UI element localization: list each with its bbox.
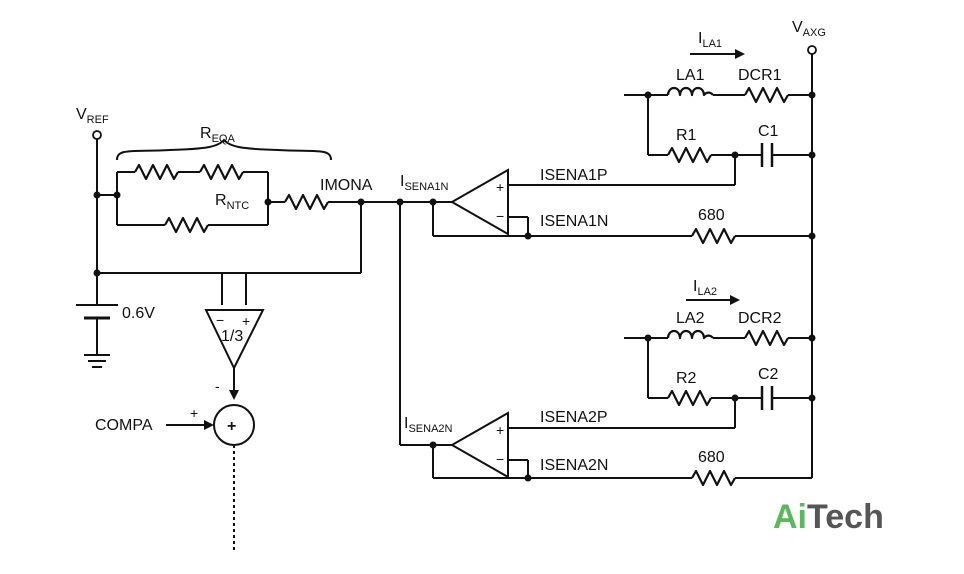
v06-label: 0.6V [122, 305, 155, 322]
phase1-power-path [624, 86, 812, 104]
reqa-brace [116, 138, 332, 161]
ila1-arrow [690, 49, 745, 59]
isena1p-label: ISENA1P [540, 167, 608, 184]
amp-plus-sign: + [242, 313, 250, 329]
compa-label: COMPA [95, 417, 153, 434]
isena2n-current-label: ISENA2N [404, 415, 453, 435]
rntc-resistor [268, 193, 433, 211]
gain-label: 1/3 [221, 328, 243, 345]
sum-minus-sign: - [215, 378, 220, 394]
dcr1-label: DCR1 [738, 67, 782, 84]
isena1n-current-label: ISENA1N [400, 173, 449, 193]
c1-label: C1 [758, 123, 779, 140]
op2-plus-sign: + [496, 422, 504, 438]
r680-bottom-label: 680 [698, 449, 725, 466]
reqa-top-resistors [116, 163, 269, 225]
r1-label: R1 [676, 127, 697, 144]
aitech-watermark: AiTech [773, 498, 884, 536]
sense-amp-2 [429, 411, 735, 479]
op2-minus-sign: − [496, 451, 504, 467]
phase1-rc-filter [647, 95, 812, 185]
amp-minus-sign: − [216, 312, 224, 328]
ila2-arrow [686, 295, 740, 305]
la1-label: LA1 [676, 67, 705, 84]
ila2-label: ILA2 [693, 278, 717, 298]
vref-terminal [92, 130, 102, 140]
la2-label: LA2 [676, 310, 705, 327]
vaxg-label: VAXG [792, 19, 826, 39]
sense-amp-1 [429, 168, 735, 237]
phase2-rc-filter [647, 338, 812, 428]
op1-minus-sign: − [496, 208, 504, 224]
isena1n-label: ISENA1N [540, 213, 608, 230]
vref-rail [92, 130, 361, 305]
phase2-power-path [624, 329, 812, 347]
c2-label: C2 [758, 366, 779, 383]
battery-06v [76, 304, 118, 355]
rntc-label: RNTC [215, 192, 249, 212]
reqa-bottom-resistor [117, 216, 268, 234]
reqa-label: REQA [200, 125, 235, 145]
gain-amplifier [204, 273, 265, 400]
ground-symbol [84, 354, 110, 368]
resistor-680-top [691, 227, 812, 245]
imona-label: IMONA [320, 177, 373, 194]
ila1-label: ILA1 [698, 30, 722, 50]
isena2p-label: ISENA2P [540, 409, 608, 426]
r680-top-label: 680 [698, 207, 725, 224]
resistor-680-bottom [691, 469, 812, 487]
dcr2-label: DCR2 [738, 310, 782, 327]
sum-plus-sign: + [190, 405, 198, 421]
r2-label: R2 [676, 370, 697, 387]
sum-sign: + [227, 418, 236, 435]
summing-junction [166, 404, 255, 553]
op1-plus-sign: + [496, 179, 504, 195]
vref-label: VREF [76, 106, 109, 126]
isena2n-label: ISENA2N [540, 457, 608, 474]
vaxg-terminal [807, 45, 817, 55]
